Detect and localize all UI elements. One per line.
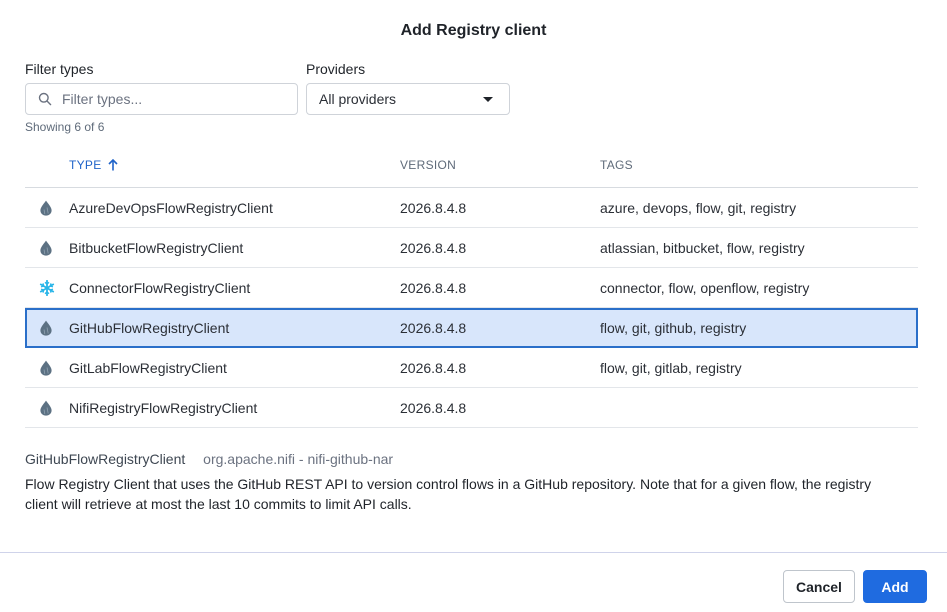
detail-type-name: GitHubFlowRegistryClient bbox=[25, 451, 186, 467]
table-header: TYPE VERSION TAGS bbox=[25, 150, 918, 188]
dialog-title: Add Registry client bbox=[400, 22, 547, 39]
column-header-type[interactable]: TYPE bbox=[69, 158, 118, 172]
row-type-cell: AzureDevOpsFlowRegistryClient bbox=[69, 200, 273, 216]
sort-ascending-arrow-icon bbox=[107, 159, 118, 171]
column-header-tags[interactable]: TAGS bbox=[600, 158, 633, 172]
search-icon bbox=[38, 92, 52, 106]
registry-client-table: AzureDevOpsFlowRegistryClient 2026.8.4.8 a… bbox=[25, 188, 918, 428]
table-row[interactable]: NifiRegistryFlowRegistryClient 2026.8.4.8 bbox=[25, 388, 918, 428]
detail-description: Flow Registry Client that uses the GitHu… bbox=[25, 476, 872, 512]
providers-selected-value: All providers bbox=[319, 91, 397, 107]
table-row[interactable]: ConnectorFlowRegistryClient 2026.8.4.8 con… bbox=[25, 268, 918, 308]
row-type-cell: NifiRegistryFlowRegistryClient bbox=[69, 400, 258, 416]
table-row[interactable]: GitHubFlowRegistryClient 2026.8.4.8 flow, … bbox=[25, 308, 918, 348]
nifi-drop-icon bbox=[39, 240, 53, 256]
providers-label: Providers bbox=[306, 61, 366, 77]
column-header-type-label: TYPE bbox=[69, 158, 102, 172]
filter-types-label: Filter types bbox=[25, 61, 94, 77]
column-header-version[interactable]: VERSION bbox=[400, 158, 457, 172]
add-button[interactable]: Add bbox=[863, 570, 927, 603]
row-version-cell: 2026.8.4.8 bbox=[400, 320, 467, 336]
row-tags-cell: atlassian, bitbucket, flow, registry bbox=[600, 240, 805, 256]
row-tags-cell: connector, flow, openflow, registry bbox=[600, 280, 810, 296]
row-type-cell: ConnectorFlowRegistryClient bbox=[69, 280, 251, 296]
row-tags-cell: azure, devops, flow, git, registry bbox=[600, 200, 797, 216]
table-row[interactable]: GitLabFlowRegistryClient 2026.8.4.8 flow, … bbox=[25, 348, 918, 388]
row-tags-cell: flow, git, github, registry bbox=[600, 320, 747, 336]
row-type-cell: GitHubFlowRegistryClient bbox=[69, 320, 230, 336]
row-type-cell: BitbucketFlowRegistryClient bbox=[69, 240, 244, 256]
detail-bundle: org.apache.nifi - nifi-github-nar bbox=[203, 451, 394, 467]
caret-down-icon bbox=[483, 96, 493, 102]
row-version-cell: 2026.8.4.8 bbox=[400, 400, 467, 416]
detail-header: GitHubFlowRegistryClient org.apache.nifi… bbox=[25, 451, 393, 467]
footer-divider bbox=[0, 552, 947, 553]
nifi-drop-icon bbox=[39, 200, 53, 216]
filter-types-input[interactable] bbox=[62, 91, 282, 107]
cancel-button[interactable]: Cancel bbox=[783, 570, 855, 603]
nifi-drop-icon bbox=[39, 320, 53, 336]
snowflake-icon bbox=[39, 279, 55, 297]
table-row[interactable]: BitbucketFlowRegistryClient 2026.8.4.8 atl… bbox=[25, 228, 918, 268]
showing-count: Showing 6 of 6 bbox=[25, 120, 105, 134]
row-version-cell: 2026.8.4.8 bbox=[400, 200, 467, 216]
filter-types-field[interactable] bbox=[25, 83, 298, 115]
row-tags-cell: flow, git, gitlab, registry bbox=[600, 360, 742, 376]
providers-select[interactable]: All providers bbox=[306, 83, 510, 115]
row-version-cell: 2026.8.4.8 bbox=[400, 280, 467, 296]
row-version-cell: 2026.8.4.8 bbox=[400, 360, 467, 376]
row-version-cell: 2026.8.4.8 bbox=[400, 240, 467, 256]
table-row[interactable]: AzureDevOpsFlowRegistryClient 2026.8.4.8 a… bbox=[25, 188, 918, 228]
nifi-drop-icon bbox=[39, 360, 53, 376]
nifi-drop-icon bbox=[39, 400, 53, 416]
row-type-cell: GitLabFlowRegistryClient bbox=[69, 360, 227, 376]
